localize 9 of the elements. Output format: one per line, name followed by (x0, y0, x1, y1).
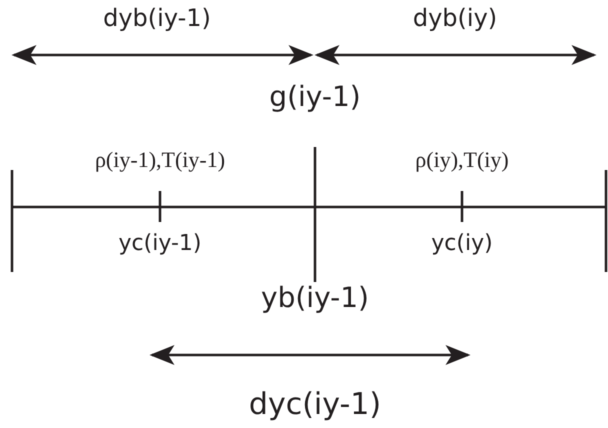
cell-center-label: yc(iy) (431, 233, 493, 255)
cell-center-label: yc(iy-1) (118, 233, 202, 255)
boundary-label: yb(iy-1) (261, 284, 369, 312)
dimension-label: dyc(iy-1) (248, 390, 382, 420)
variable-label: ρ(iy),T(iy) (415, 149, 509, 171)
variable-label: ρ(iy-1),T(iy-1) (94, 149, 226, 171)
dimension-label: dyb(iy-1) (103, 6, 211, 30)
dimension-label: dyb(iy) (412, 6, 498, 30)
grid-point-label: g(iy-1) (269, 83, 361, 111)
